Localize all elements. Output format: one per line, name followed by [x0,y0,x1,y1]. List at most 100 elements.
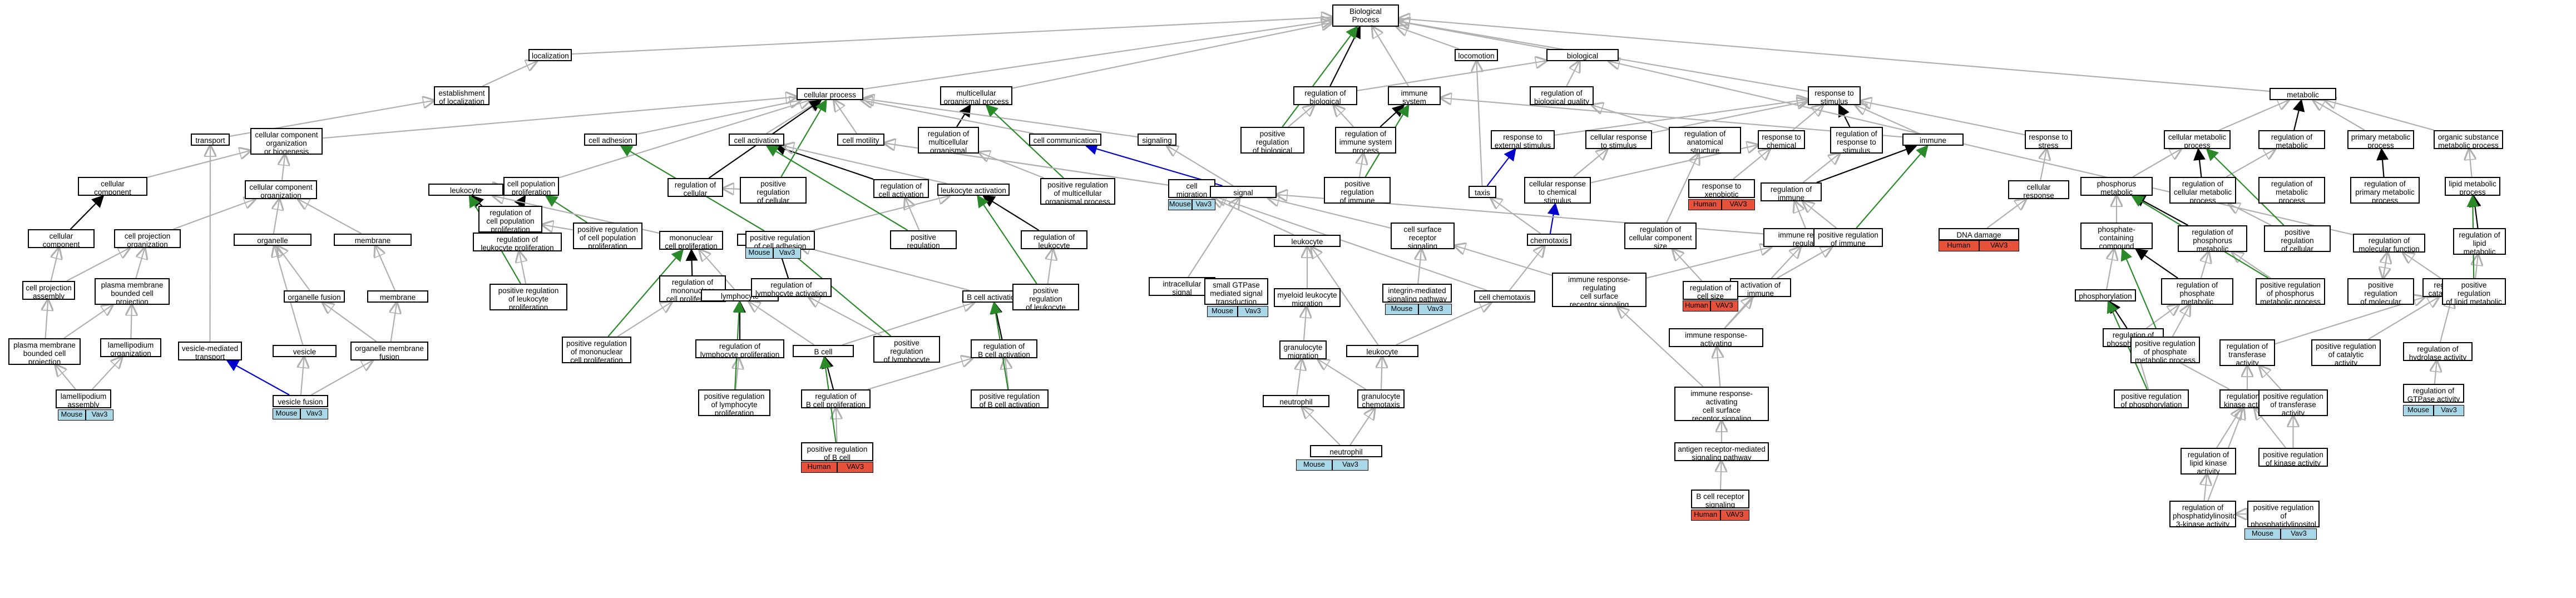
go-term-reg-b-cell-act[interactable]: regulation of B cell activation [971,339,1037,358]
go-term-mono-prolif[interactable]: mononuclear cell proliferation [659,231,723,250]
go-term-reg-cell-act[interactable]: regulation of cell activation [873,179,929,198]
go-term-reg-cell-size[interactable]: regulation of cell size [1683,281,1738,300]
go-term-act-immune-resp[interactable]: activation of immune response [1730,278,1791,297]
go-term-antigen-rec[interactable]: antigen receptor-mediated signaling path… [1674,442,1769,461]
go-term-bioreg[interactable]: biological regulation [1546,49,1619,61]
go-term-reg-phospho-metab[interactable]: regulation of phosphorus metabolic proce… [2178,225,2247,252]
go-term-cell-adhesion[interactable]: cell adhesion [584,134,637,146]
go-term-cc-bio[interactable]: cellular component biogenesis [78,177,147,196]
go-term-pos-reg-immune[interactable]: positive regulation of immune system pro… [1324,177,1391,204]
go-term-pos-reg-phospho-metab[interactable]: positive regulation of phosphorus metabo… [2256,278,2325,305]
go-term-pos-reg-mono-prolif[interactable]: positive regulation of mononuclear cell … [562,337,631,363]
go-term-pos-reg-leuk-prolif[interactable]: positive regulation of leukocyte prolife… [490,284,567,310]
go-term-sig-trans[interactable]: signal transduction [1210,186,1277,198]
go-term-phosphate-metab[interactable]: phosphate-containing compound metabolic … [2080,223,2153,249]
go-term-primary-metab[interactable]: primary metabolic process [2347,130,2414,149]
go-term-reg-lymph-act[interactable]: regulation of lymphocyte activation [751,278,832,297]
go-term-reg-cell-comp-size[interactable]: regulation of cellular component size [1624,223,1697,249]
go-term-cell-resp-chem[interactable]: cellular response to chemical stimulus [1524,177,1591,204]
go-term-reg-multi[interactable]: regulation of multicellular organismal p… [918,127,979,154]
go-term-neutrophil-chemotaxis[interactable]: neutrophil chemotaxis [1310,445,1382,457]
go-term-leuk-migration[interactable]: leukocyte migration [1274,235,1341,247]
go-term-cc-assembly[interactable]: cellular component assembly [28,229,95,248]
go-term-organelle-fusion[interactable]: organelle fusion [284,290,345,303]
go-term-cell-proj-org[interactable]: cell projection organization [114,229,181,248]
go-term-imm-resp-act-cs[interactable]: immune response-activating cell surface … [1674,387,1769,421]
go-term-membrane-org[interactable]: membrane organization [334,234,412,246]
go-term-granulocyte-chemotaxis[interactable]: granulocyte chemotaxis [1357,389,1405,408]
go-term-metabolic[interactable]: metabolic process [2270,88,2336,100]
go-term-reg-lipid-kinase[interactable]: regulation of lipid kinase activity [2181,448,2236,475]
go-term-reg-lymph-prolif[interactable]: regulation of lymphocyte proliferation [695,339,784,358]
go-term-resp-stim[interactable]: response to stimulus [1808,86,1861,105]
go-term-cc-org[interactable]: cellular component organization [245,180,317,199]
go-term-reg-bq[interactable]: regulation of biological quality [1530,86,1594,105]
go-term-pos-reg-phosphate[interactable]: positive regulation of phosphate metabol… [2130,337,2200,363]
go-term-reg-prim-metab[interactable]: regulation of primary metabolic process [2350,177,2420,204]
go-term-reg-immune[interactable]: regulation of immune system process [1335,127,1396,154]
go-term-organelle-mem-fusion[interactable]: organelle membrane fusion [350,342,428,360]
go-term-plasma-mem-proj-asm[interactable]: plasma membrane bounded cell projection … [8,338,81,365]
go-term-chemotaxis[interactable]: chemotaxis [1527,234,1571,246]
go-term-vesicle-org[interactable]: vesicle organization [273,345,337,357]
go-term-immune-resp[interactable]: immune response [1902,134,1964,146]
go-term-pos-reg-lymph-act[interactable]: positive regulation of lymphocyte activa… [873,336,940,363]
go-term-localization[interactable]: localization [528,49,572,61]
go-term-reg-pi3k[interactable]: regulation of phosphatidylinositol 3-kin… [2169,501,2236,527]
go-term-cell-migration[interactable]: cell migration [1168,179,1215,198]
go-term-cell-chemotaxis[interactable]: cell chemotaxis [1474,290,1535,303]
go-term-resp-chem[interactable]: response to chemical [1758,130,1805,149]
go-term-lipid-metab[interactable]: lipid metabolic process [2445,177,2500,196]
go-term-granulocyte-migration[interactable]: granulocyte migration [1279,340,1327,359]
go-term-org-sub-metab[interactable]: organic substance metabolic process [2434,130,2503,149]
go-term-taxis[interactable]: taxis [1469,186,1496,198]
go-term-cell-resp-stim[interactable]: cellular response to stimulus [1585,130,1652,149]
go-term-reg-metab[interactable]: regulation of metabolic process [2258,130,2325,149]
go-term-phospho-metab[interactable]: phosphorus metabolic process [2080,177,2153,196]
go-term-reg-resp-stim[interactable]: regulation of response to stimulus [1830,127,1883,154]
go-term-cell-resp-stress[interactable]: cellular response to stress [2008,180,2069,199]
go-term-resp-stress[interactable]: response to stress [2025,130,2072,149]
go-term-reg-mol-func[interactable]: regulation of molecular function [2353,234,2425,253]
go-term-leuk-act[interactable]: leukocyte activation [937,184,1010,196]
go-term-cell-motility[interactable]: cell motility [837,134,884,146]
go-term-multi-proc[interactable]: multicellular organismal process [940,86,1012,105]
go-term-reg-cell-pop-prolif[interactable]: regulation of cell population proliferat… [478,206,542,233]
go-term-pos-reg-cell-pop[interactable]: positive regulation of cell population p… [573,223,642,249]
go-term-pos-reg-pi3k[interactable]: positive regulation of phosphatidylinosi… [2247,501,2320,527]
go-term-phosphorylation[interactable]: phosphorylation [2075,289,2136,302]
go-term-locomotion[interactable]: locomotion [1455,49,1498,61]
go-term-vesicle-fusion[interactable]: vesicle fusion [273,395,328,407]
go-term-pos-reg-cell-adh[interactable]: positive regulation of cell adhesion [745,231,815,250]
go-term-pos-reg-phosphorylation[interactable]: positive regulation of phosphorylation [2114,389,2189,408]
go-term-pos-reg-cell-proc[interactable]: positive regulation of cellular process [740,177,807,204]
go-term-reg-anat[interactable]: regulation of anatomical structure size [1669,127,1741,154]
go-term-imm-resp-reg-cs[interactable]: immune response-regulating cell surface … [1552,273,1647,307]
go-term-b-cell-prolif[interactable]: B cell proliferation [793,345,854,357]
go-term-immune-proc[interactable]: immune system process [1388,86,1441,105]
go-term-reg-phosphate-metab[interactable]: regulation of phosphate metabolic proces… [2161,278,2233,305]
go-term-pos-reg-lymph-prolif[interactable]: positive regulation of lymphocyte prolif… [698,389,770,416]
go-term-leuk-chemotaxis[interactable]: leukocyte chemotaxis [1346,345,1418,357]
go-term-cell-proj-assembly[interactable]: cell projection assembly [22,281,75,300]
go-term-b-cell-act[interactable]: B cell activation [962,290,1024,303]
go-term-pos-reg-leuk-act[interactable]: positive regulation of leukocyte activat… [1012,284,1079,310]
go-term-dna-damage[interactable]: DNA damage response [1939,228,2019,240]
go-term-b-cell-rec[interactable]: B cell receptor signaling pathway [1691,490,1749,508]
go-term-reg-lipid-metab[interactable]: regulation of lipid metabolic process [2453,228,2506,255]
go-term-reg-transferase[interactable]: regulation of transferase activity [2219,339,2275,366]
go-term-cell-pop-prolif[interactable]: cell population proliferation [503,177,559,196]
go-term-imm-resp-act-sig[interactable]: immune response-activating signaling pat… [1669,328,1763,347]
go-term-reg-gtpase[interactable]: regulation of GTPase activity [2403,384,2464,403]
go-term-pos-reg-multi[interactable]: positive regulation of multicellular org… [1040,178,1115,205]
go-term-lamellipodium-asm[interactable]: lamellipodium assembly [56,389,111,408]
go-term-reg-hydrolase[interactable]: regulation of hydrolase activity [2403,342,2473,361]
go-term-pos-reg-b-cell-act[interactable]: positive regulation of B cell activation [971,389,1049,408]
go-term-myeloid-migration[interactable]: myeloid leukocyte migration [1274,288,1341,307]
go-term-reg-bp[interactable]: regulation of biological process [1293,86,1357,105]
go-term-leuk-prolif[interactable]: leukocyte proliferation [428,184,503,196]
go-term-pos-reg-cell-metab[interactable]: positive regulation of cellular metaboli… [2264,225,2331,252]
go-term-reg-leuk-act[interactable]: regulation of leukocyte activation [1021,230,1087,249]
go-term-resp-ext[interactable]: response to external stimulus [1491,130,1555,149]
go-term-cell-surf-rec[interactable]: cell surface receptor signaling pathway [1391,223,1455,249]
